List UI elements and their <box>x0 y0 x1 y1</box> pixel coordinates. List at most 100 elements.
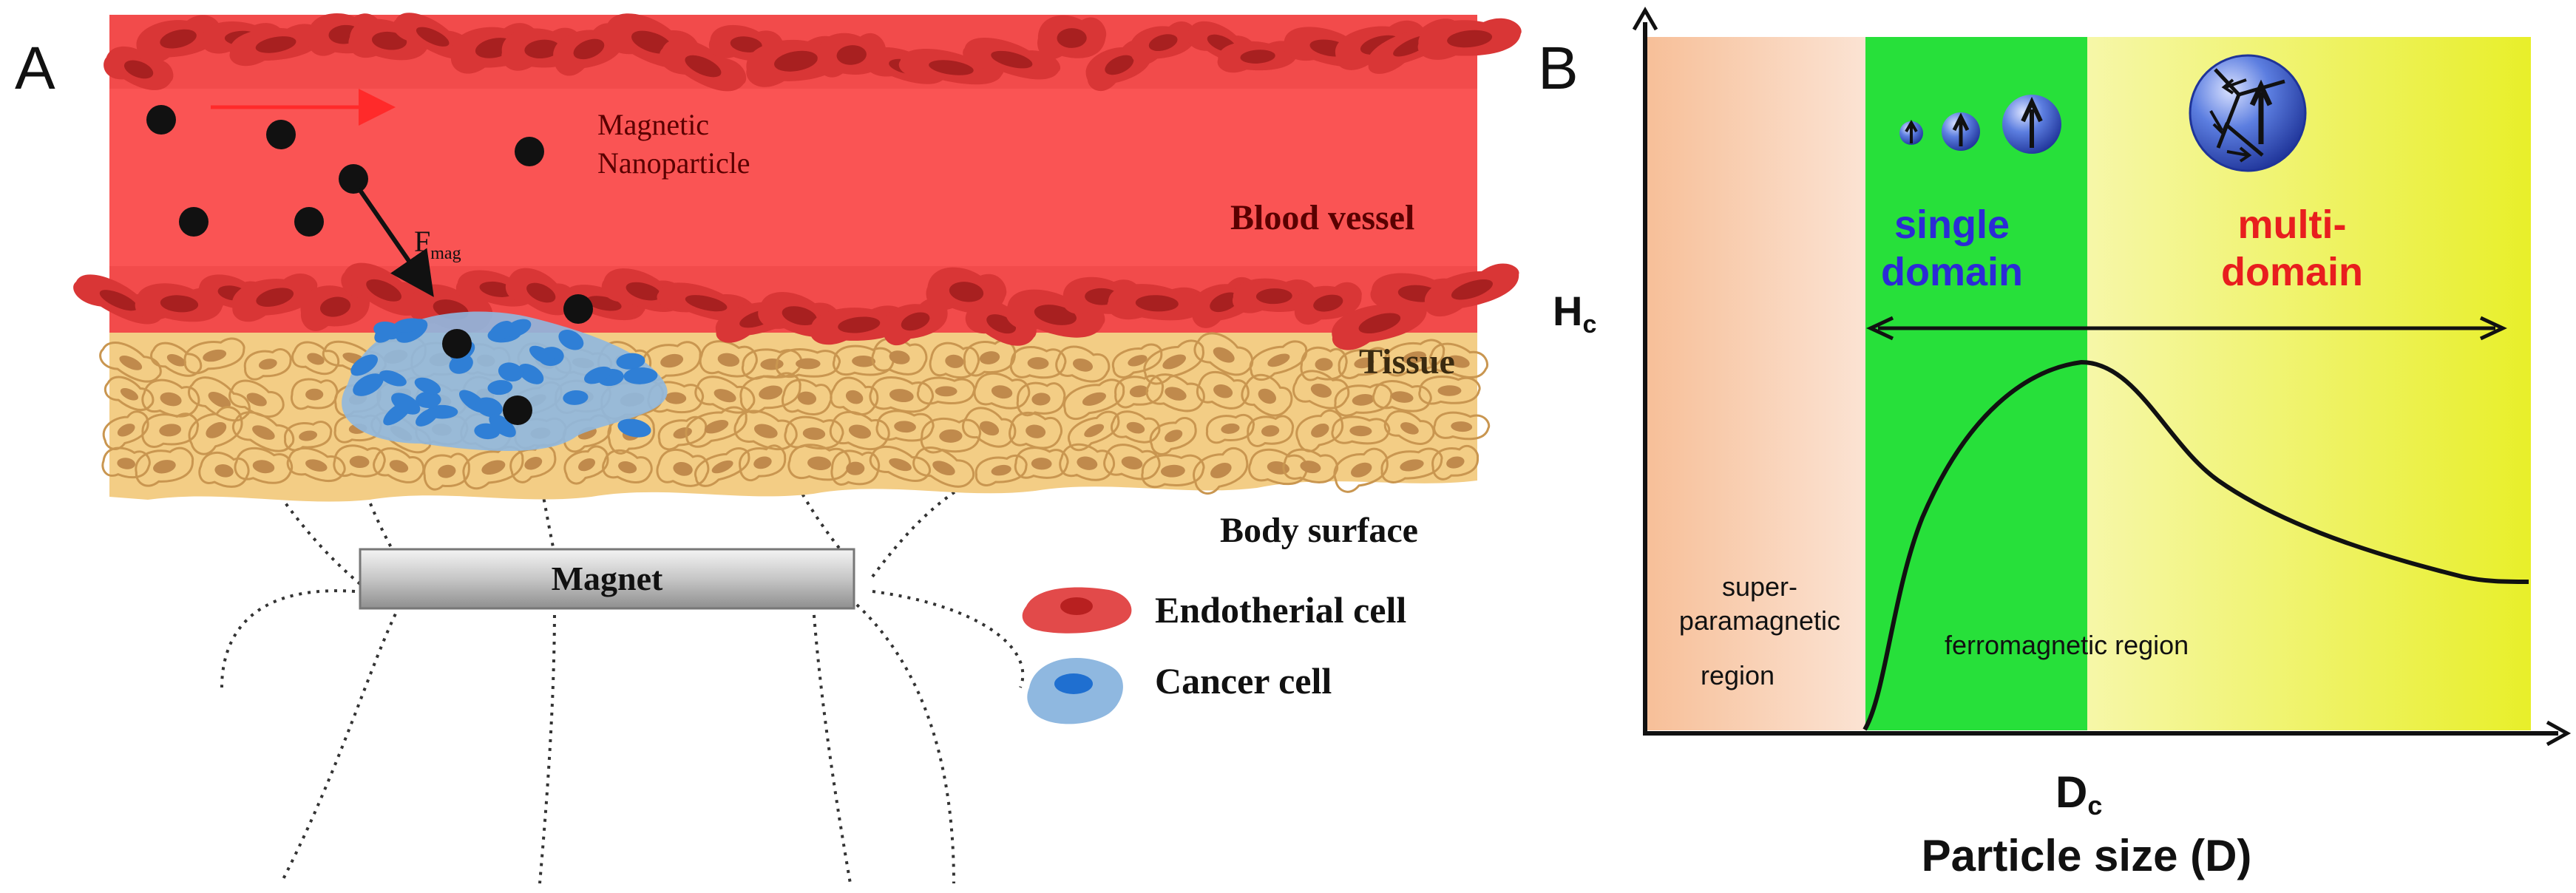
nanoparticle <box>146 105 176 135</box>
cancer-cell <box>353 373 384 396</box>
blood-vessel-label: Blood vessel <box>1230 198 1414 237</box>
legend-endothelial-label: Endotherial cell <box>1155 589 1406 631</box>
panel-a-letter: A <box>15 35 55 102</box>
tissue-cell <box>830 449 881 486</box>
tissue-cell <box>1249 340 1307 381</box>
tissue-cell <box>101 446 151 479</box>
tissue-cell <box>183 337 245 375</box>
cancer-cell <box>487 380 513 395</box>
tissue-cell <box>1300 346 1348 381</box>
tissue-cell <box>1433 411 1491 441</box>
panel-b-letter: B <box>1538 35 1579 102</box>
multi-domain-label-line2: domain <box>2221 250 2363 294</box>
cancer-cell <box>414 377 441 395</box>
tissue-cell <box>694 376 756 414</box>
tissue-cell <box>656 448 710 487</box>
tissue-cell <box>1149 417 1197 456</box>
axes <box>1632 6 2572 747</box>
magnet-label: Magnet <box>552 560 663 597</box>
cancer-cell-cluster <box>342 311 668 451</box>
tissue-cell <box>1009 411 1062 449</box>
tissue-cell <box>973 372 1031 410</box>
tissue-cell <box>1205 413 1255 444</box>
tissue-cell <box>188 376 251 422</box>
superparamagnetic-label-line1: super- <box>1722 571 1797 602</box>
tissue-cell <box>141 412 200 448</box>
single-domain-label-line2: domain <box>1881 250 2023 294</box>
superparamagnetic-label-line3: region <box>1701 660 1775 690</box>
cancer-cell <box>529 345 555 364</box>
tissue-cell <box>739 372 801 414</box>
tissue-cell <box>1110 410 1161 444</box>
cancer-cell <box>616 353 645 370</box>
tissue-cell <box>150 342 203 377</box>
tissue-cell <box>1247 415 1295 447</box>
superparamagnetic-label-line2: paramagnetic <box>1679 605 1840 636</box>
nanoparticle <box>294 207 324 237</box>
medium-sphere-icon <box>1942 112 1980 151</box>
cancer-cell <box>558 330 584 350</box>
nanoparticle <box>503 395 532 425</box>
cancer-cell <box>617 418 651 438</box>
cancer-cell <box>563 390 589 405</box>
vessel-lumen-highlight <box>109 89 1477 266</box>
nanoparticle-label-line1: Magnetic <box>597 108 709 141</box>
tissue-cell <box>1111 343 1163 378</box>
legend: Endotherial cell Cancer cell <box>1022 587 1406 724</box>
single-domain-label-line1: single <box>1894 203 2010 247</box>
tissue-cell <box>1338 347 1390 379</box>
nanoparticle <box>515 137 544 166</box>
single-domain-region <box>1865 37 2087 730</box>
tissue-cell <box>228 379 285 418</box>
nanoparticle <box>339 164 368 194</box>
ferromagnetic-label: ferromagnetic region <box>1945 630 2189 660</box>
tissue-cell <box>1428 342 1488 378</box>
magnetic-force-arrow <box>357 188 434 297</box>
domain-range-arrow <box>1866 316 2507 341</box>
cancer-cell <box>489 321 513 342</box>
tissue-cell <box>104 376 155 411</box>
cancer-cell <box>475 397 503 418</box>
tissue-cell <box>602 449 653 483</box>
tissue-cell <box>1241 373 1293 417</box>
tissue-cell <box>782 378 833 415</box>
nanoparticle <box>179 207 209 237</box>
tissue-cell <box>912 446 975 488</box>
force-label: Fmag <box>414 225 461 263</box>
y-axis-label: Hc <box>1553 288 1596 339</box>
tissue-cell <box>647 381 705 414</box>
tissue-cell <box>1418 376 1481 405</box>
tissue-cell <box>462 446 524 490</box>
tissue-cell <box>694 447 750 487</box>
dc-tick-label: Dc <box>2055 767 2102 821</box>
tissue-cell <box>657 415 708 451</box>
tissue-cell <box>1141 454 1205 489</box>
tissue-cell <box>1009 345 1067 379</box>
nanoparticle <box>266 120 296 149</box>
tissue-label: Tissue <box>1359 342 1455 381</box>
tissue-cell <box>333 444 386 478</box>
body-surface-label: Body surface <box>1220 511 1418 550</box>
tissue-cell <box>1383 410 1435 445</box>
tissue-cell <box>1193 446 1249 495</box>
tissue-cell <box>231 411 295 452</box>
tissue-cell <box>1248 448 1309 486</box>
tissue-cell <box>920 417 982 454</box>
single-domain-spheres <box>1899 95 2061 154</box>
cancer-cell <box>518 364 544 384</box>
cancer-cell <box>374 322 397 343</box>
cancer-cell <box>416 408 438 427</box>
tissue-cell <box>869 376 934 413</box>
cancer-cell <box>498 362 523 382</box>
tissue-cell <box>1292 370 1350 410</box>
cancer-cell <box>489 414 516 438</box>
tissue-cell <box>1067 410 1120 452</box>
small-sphere-icon <box>1899 120 1923 145</box>
nanoparticles <box>146 105 593 425</box>
tissue-cell <box>1383 339 1445 377</box>
panel-a: A <box>15 13 1522 884</box>
nanoparticle-label-line2: Nanoparticle <box>597 146 750 180</box>
tissue-cell <box>962 407 1017 448</box>
panel-b: B Hc Dc Particle size (D) super- paramag… <box>1538 6 2572 880</box>
tissue-cell <box>875 410 935 442</box>
